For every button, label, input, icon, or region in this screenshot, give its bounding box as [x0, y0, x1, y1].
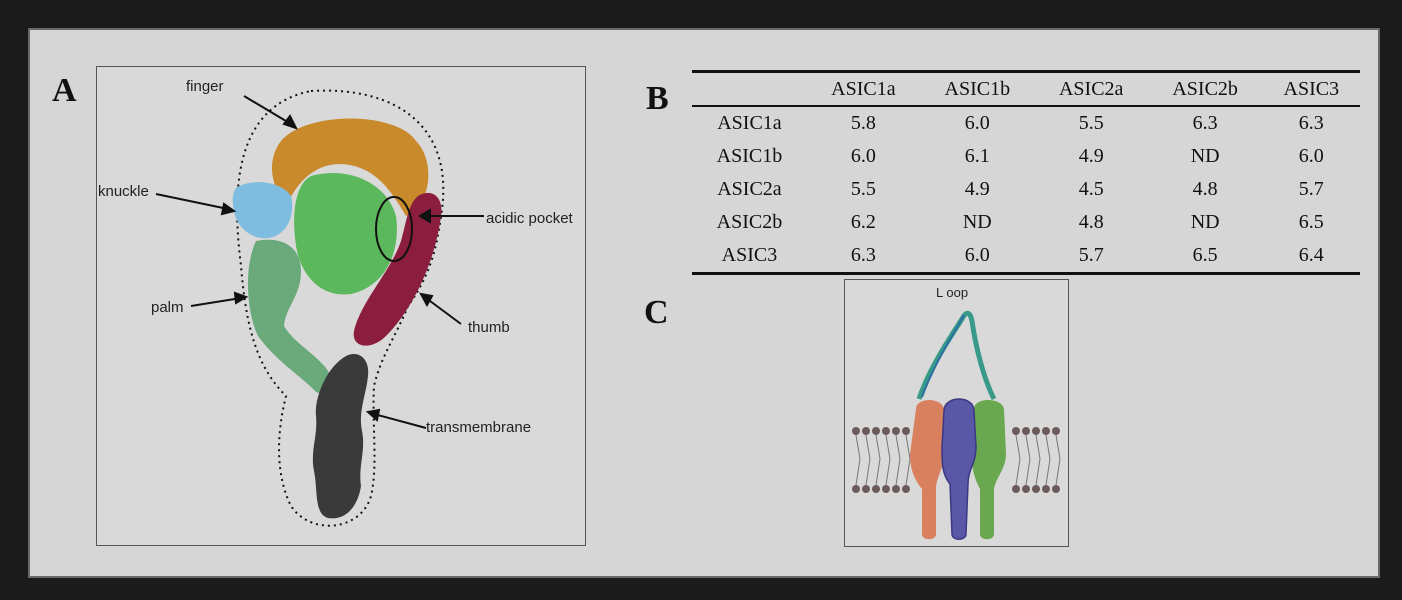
- row-header-cell: ASIC2a: [717, 178, 782, 200]
- table-cell: 4.8: [1192, 178, 1218, 200]
- asic-structure-diagram: finger knuckle acidic pocket palm thumb …: [98, 78, 574, 527]
- transmembrane-arrowhead: [365, 408, 381, 422]
- thumb-arrow: [425, 297, 462, 325]
- table-cell: 6.0: [850, 145, 876, 167]
- thumb-label: thumb: [468, 319, 510, 336]
- transmembrane-domain: [312, 354, 369, 519]
- table-header-cell: ASIC2b: [1172, 77, 1238, 100]
- finger-label: finger: [186, 78, 224, 95]
- finger-domain: [271, 118, 429, 216]
- table-header-cell: ASIC2a: [1058, 77, 1124, 100]
- table-cell: 6.0: [1298, 145, 1324, 167]
- table-cell: 5.8: [850, 112, 876, 134]
- palm-domain: [247, 239, 332, 394]
- panel-c-letter: C: [644, 294, 669, 331]
- table-header-row: ASIC1a ASIC1b ASIC2a ASIC2b ASIC3: [692, 71, 1360, 107]
- table-cell: 6.5: [1298, 211, 1324, 233]
- finger-arrowhead: [282, 114, 298, 130]
- table-cell: ND: [962, 211, 992, 233]
- table-header-cell: [692, 72, 807, 107]
- loop-label: L oop: [936, 285, 968, 300]
- thumb-domain: [353, 192, 442, 346]
- core-domain: [294, 172, 397, 295]
- knuckle-arrow: [155, 193, 229, 210]
- row-header-cell: ASIC3: [721, 244, 778, 266]
- palm-label: palm: [151, 299, 184, 316]
- transmembrane-label: transmembrane: [426, 419, 531, 436]
- subunit-blue: [941, 398, 977, 540]
- table-cell: 4.9: [1078, 145, 1104, 167]
- table-cell: 6.2: [850, 211, 876, 233]
- table-row: ASIC2a 5.5 4.9 4.5 4.8 5.7: [692, 173, 1360, 206]
- table-cell: 6.3: [850, 244, 876, 266]
- table-cell: 6.3: [1192, 112, 1218, 134]
- table-cell: 5.7: [1078, 244, 1104, 266]
- table-cell: 5.7: [1298, 178, 1324, 200]
- acidic-pocket-marker: [375, 196, 413, 262]
- table-cell: 5.5: [850, 178, 876, 200]
- table-header-cell: ASIC1a: [831, 77, 896, 100]
- row-header-cell: ASIC1a: [717, 112, 782, 134]
- table-row: ASIC1a 5.8 6.0 5.5 6.3 6.3: [692, 106, 1360, 140]
- knuckle-arrowhead: [220, 202, 237, 216]
- panel-b-letter: B: [646, 80, 669, 117]
- table-cell: 6.0: [964, 112, 990, 134]
- palm-arrowhead: [233, 291, 249, 305]
- knuckle-domain: [232, 182, 293, 239]
- transmembrane-arrow: [373, 413, 427, 429]
- row-header-cell: ASIC2b: [716, 211, 783, 233]
- table-cell: 6.5: [1192, 244, 1218, 266]
- table-cell: 5.5: [1078, 112, 1104, 134]
- panel-a-letter: A: [52, 72, 77, 109]
- table-row: ASIC3 6.3 6.0 5.7 6.5 6.4: [692, 239, 1360, 274]
- table-cell: 6.1: [964, 145, 990, 167]
- table-cell: 6.4: [1298, 244, 1324, 266]
- table-row: ASIC2b 6.2 ND 4.8 ND 6.5: [692, 206, 1360, 239]
- table-cell: 4.5: [1078, 178, 1104, 200]
- acidic-pocket-arrowhead: [418, 208, 431, 224]
- table-cell: 6.3: [1298, 112, 1324, 134]
- palm-arrow: [190, 297, 242, 307]
- table-cell: 4.8: [1078, 211, 1104, 233]
- acidic-pocket-label: acidic pocket: [486, 210, 574, 227]
- table-cell: ND: [1190, 145, 1220, 167]
- ph50-table: ASIC1a ASIC1b ASIC2a ASIC2b ASIC3 ASIC1a…: [692, 70, 1360, 275]
- extracellular-loop: [916, 310, 997, 401]
- membrane-channel-diagram: L oop: [852, 285, 1061, 540]
- table-header-cell: ASIC3: [1283, 77, 1340, 100]
- table-cell: ND: [1190, 211, 1220, 233]
- thumb-arrowhead: [419, 292, 434, 308]
- subunit-green: [972, 400, 1006, 540]
- subunit-orange: [910, 400, 944, 540]
- table-row: ASIC1b 6.0 6.1 4.9 ND 6.0: [692, 140, 1360, 173]
- lipid-bilayer: [852, 427, 1061, 493]
- table-header-cell: ASIC1b: [944, 77, 1011, 100]
- finger-arrow: [243, 95, 292, 125]
- knuckle-label: knuckle: [98, 183, 149, 200]
- row-header-cell: ASIC1b: [716, 145, 783, 167]
- table-cell: 6.0: [964, 244, 990, 266]
- table-cell: 4.9: [964, 178, 990, 200]
